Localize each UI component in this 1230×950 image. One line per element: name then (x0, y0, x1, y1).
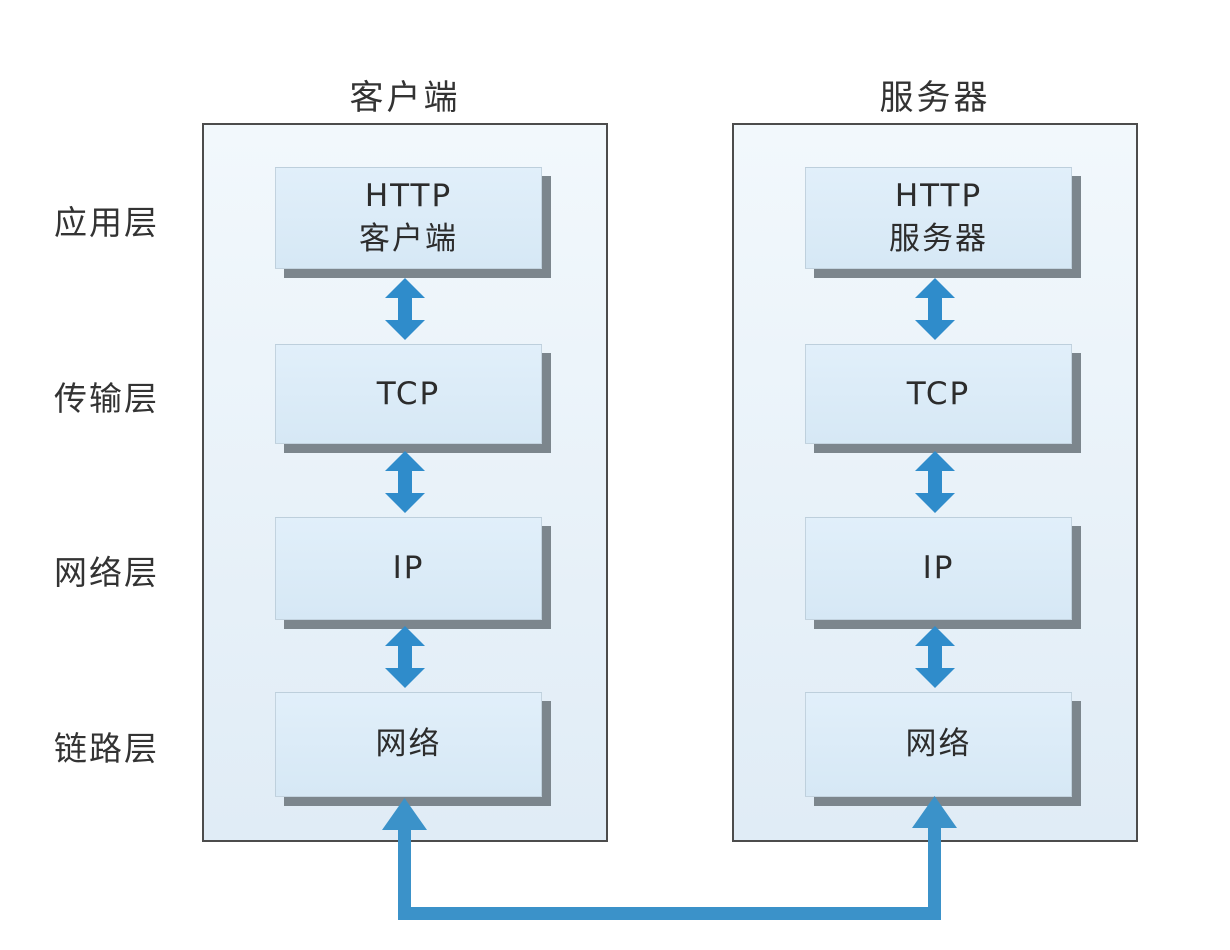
client-box-tcp-label: TCP (376, 375, 441, 412)
server-box-ip: IP (805, 517, 1072, 620)
layer-label-network: 网络层 (54, 553, 159, 592)
server-box-tcp-label: TCP (906, 375, 971, 412)
layer-label-transport: 传输层 (54, 379, 159, 418)
server-title: 服务器 (879, 78, 991, 118)
server-box-http-line1: HTTP (894, 178, 983, 215)
server-box-network-label: 网络 (905, 726, 972, 763)
client-box-http-line1: HTTP (364, 178, 453, 215)
server-stack-panel: HTTP 服务器 TCP IP 网络 (732, 123, 1138, 842)
server-box-http-line2: 服务器 (889, 221, 988, 257)
client-box-ip: IP (275, 517, 542, 620)
layer-label-application: 应用层 (54, 203, 159, 242)
client-stack-panel: HTTP 客户端 TCP IP 网络 (202, 123, 608, 842)
client-box-network-label: 网络 (375, 726, 442, 763)
server-box-ip-label: IP (922, 550, 955, 587)
client-box-network: 网络 (275, 692, 542, 797)
layer-label-link: 链路层 (54, 729, 159, 768)
server-box-tcp: TCP (805, 344, 1072, 444)
server-box-network: 网络 (805, 692, 1072, 797)
client-box-http-line2: 客户端 (359, 221, 458, 257)
client-box-tcp: TCP (275, 344, 542, 444)
client-box-http: HTTP 客户端 (275, 167, 542, 269)
server-box-http: HTTP 服务器 (805, 167, 1072, 269)
client-title: 客户端 (349, 78, 461, 118)
client-box-ip-label: IP (392, 550, 425, 587)
